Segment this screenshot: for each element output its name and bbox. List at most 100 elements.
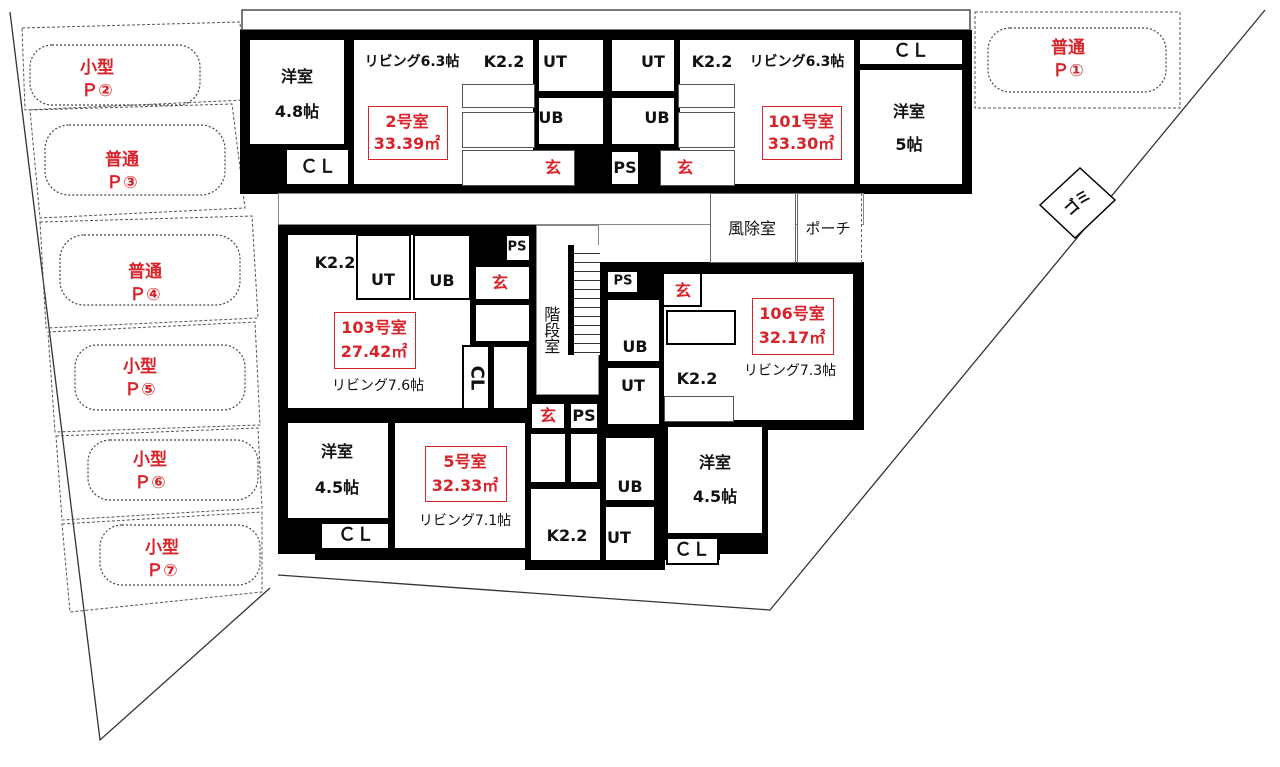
u103-toilet (492, 345, 529, 410)
u101-closet (858, 38, 964, 66)
parking-type: 小型 (133, 450, 167, 471)
u103-kitchen-label: K2.2 (314, 252, 356, 272)
u2-unit-box (368, 106, 448, 160)
u5-hall (529, 432, 567, 484)
parking-slot: Ｐ⑦ (146, 561, 178, 581)
u101-ut-label: UT (641, 51, 665, 71)
parking-type: 普通 (128, 262, 162, 283)
u2-western-room (248, 38, 346, 146)
u101-living-label: リビング6.3帖 (749, 53, 845, 70)
u5-closet (320, 522, 390, 550)
u106-toilet (666, 310, 736, 345)
u2-ut (537, 38, 605, 93)
u101-closet-label: ＣＬ (893, 40, 929, 62)
u106-ub-label: UB (622, 336, 648, 356)
u5-unit-area: 32.33㎡ (431, 475, 499, 495)
u106-western-size: 4.5帖 (692, 486, 738, 506)
u106-closet-label: ＣＬ (674, 539, 710, 561)
u106-unit-box (752, 298, 834, 355)
parking-slot: Ｐ② (81, 81, 113, 101)
u101-western-size: 5帖 (895, 134, 923, 154)
u101-ps-label: PS (613, 157, 637, 177)
parking-type: 小型 (80, 58, 114, 79)
u106-entry (662, 272, 702, 307)
stairs (568, 245, 600, 355)
u103-hall (474, 303, 531, 343)
parking-slot: Ｐ⑥ (134, 473, 166, 493)
u103-ps-label: PS (507, 239, 527, 255)
u5-ub (604, 436, 656, 502)
u103-closet (462, 345, 490, 410)
porch (797, 193, 862, 263)
u101-ps (610, 150, 640, 186)
u103-ut (356, 234, 411, 300)
u103-entry (474, 265, 531, 301)
u2-ub (537, 96, 605, 146)
u5-ut-label: UT (607, 527, 631, 547)
stairs-label: 階段室 (541, 306, 561, 354)
parking-type: 普通 (105, 150, 139, 171)
u106-closet (666, 537, 719, 565)
parking-type: 普通 (1051, 38, 1085, 59)
u103-unit-area: 27.42㎡ (340, 341, 408, 361)
parking-slot: Ｐ⑤ (124, 380, 156, 400)
u106-unit-area: 32.17㎡ (758, 327, 826, 347)
u106-kitchen-label: K2.2 (676, 368, 718, 388)
u106-ps (606, 270, 639, 294)
u106-ut-label: UT (621, 375, 645, 395)
u101-unit-name: 101号室 (768, 111, 834, 131)
u2-kitchen-label: K2.2 (483, 51, 525, 71)
u5-western-room (286, 421, 390, 520)
u5-unit-box (425, 446, 507, 502)
u2-living-label: リビング6.3帖 (364, 53, 460, 70)
u106-ut (606, 366, 661, 426)
u106-living-label: リビング7.3帖 (743, 362, 837, 379)
u101-entry-label: 玄 (676, 157, 694, 177)
u103-ub-label: UB (429, 270, 455, 290)
u5-ps-label: PS (572, 405, 596, 425)
u101-unit-area: 33.30㎡ (767, 133, 835, 153)
u101-ub-label: UB (644, 107, 670, 127)
u103-ut-label: UT (371, 269, 395, 289)
u2-entry-label: 玄 (544, 157, 562, 177)
u106-entry-label: 玄 (674, 280, 692, 300)
u2-western-size: 4.8帖 (274, 101, 320, 121)
u101-ut (610, 38, 676, 93)
u101-hall (660, 150, 735, 186)
u5-unit-name: 5号室 (443, 451, 487, 471)
u101-kitchen-label: K2.2 (691, 51, 733, 71)
u103-unit-name: 103号室 (341, 317, 407, 337)
u2-closet-label: ＣＬ (300, 156, 336, 178)
u5-entry-label: 玄 (539, 405, 557, 425)
u5-living-label: リビング7.1帖 (418, 512, 512, 529)
u5-ps (569, 402, 599, 430)
u5-western-size: 4.5帖 (314, 477, 360, 497)
parking-type: 小型 (145, 538, 179, 559)
u101-unit-box (762, 106, 842, 160)
u2-unit-name: 2号室 (385, 111, 429, 131)
u103-closet-label: CL (466, 365, 488, 391)
u5-entry (530, 402, 566, 430)
u106-western-label: 洋室 (698, 452, 732, 472)
windbreak-label: 風除室 (727, 218, 777, 238)
u5-ut (604, 505, 656, 562)
u5-ub-label: UB (617, 476, 643, 496)
u106-kitchen-sink (664, 396, 734, 422)
u101-kitchen-sink (678, 84, 735, 108)
u2-western-label: 洋室 (280, 66, 314, 86)
parking-type: 小型 (123, 357, 157, 378)
parking-slot: Ｐ④ (129, 285, 161, 305)
u2-closet (285, 148, 350, 186)
u5-kitchen (529, 487, 602, 562)
u2-ut-label: UT (543, 51, 567, 71)
u5-western-label: 洋室 (320, 441, 354, 461)
u2-kitchen-sink (462, 84, 535, 108)
u2-hall (462, 150, 575, 186)
